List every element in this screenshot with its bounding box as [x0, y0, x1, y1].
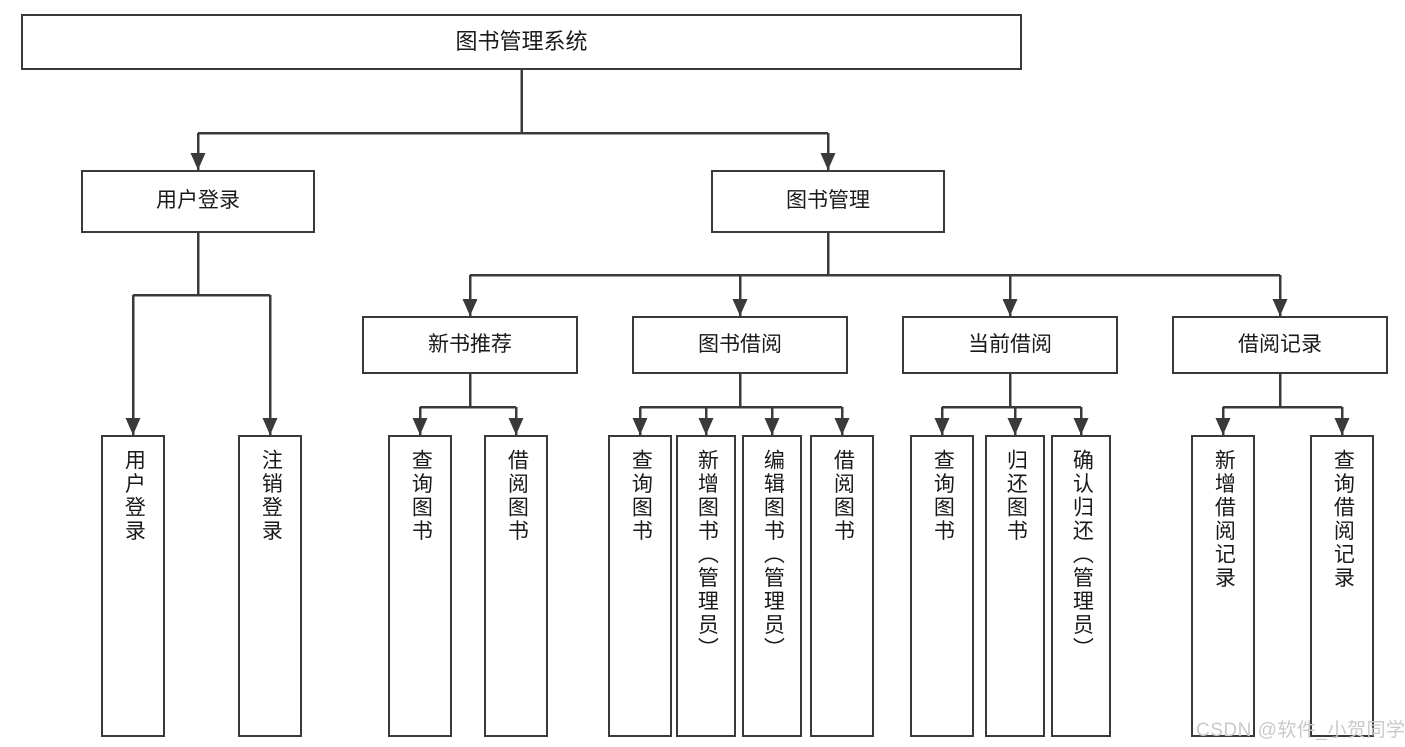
- node-root[interactable]: 图书管理系统: [21, 14, 1022, 70]
- arrowhead-icon: [764, 418, 780, 435]
- node-label: 查询图书: [409, 449, 433, 543]
- node-label: 注销登录: [259, 449, 283, 543]
- node-label: 用户登录: [156, 189, 240, 213]
- node-label: 借阅图书: [505, 449, 529, 543]
- arrowhead-icon: [632, 418, 648, 435]
- node-bookmgmt[interactable]: 图书管理: [711, 170, 945, 233]
- node-label: 新增图书（管理员）: [695, 449, 719, 661]
- arrowhead-icon: [1002, 299, 1018, 316]
- arrowhead-icon: [1334, 418, 1350, 435]
- arrowhead-icon: [412, 418, 428, 435]
- arrowhead-icon: [262, 418, 278, 435]
- node-leaf13[interactable]: 查询借阅记录: [1310, 435, 1374, 737]
- node-label: 借阅记录: [1238, 332, 1322, 356]
- node-label: 图书管理: [786, 189, 870, 213]
- arrowhead-icon: [190, 153, 206, 170]
- arrowhead-icon: [125, 418, 141, 435]
- node-label: 用户登录: [122, 449, 146, 543]
- arrowhead-icon: [698, 418, 714, 435]
- arrowhead-icon: [1272, 299, 1288, 316]
- node-leaf1[interactable]: 用户登录: [101, 435, 165, 737]
- node-label: 图书借阅: [698, 332, 782, 356]
- node-label: 查询图书: [629, 449, 653, 543]
- arrowhead-icon: [834, 418, 850, 435]
- node-newbook[interactable]: 新书推荐: [362, 316, 578, 374]
- node-leaf8[interactable]: 借阅图书: [810, 435, 874, 737]
- arrowhead-icon: [732, 299, 748, 316]
- arrowhead-icon: [508, 418, 524, 435]
- node-label: 图书管理系统: [455, 29, 588, 55]
- node-label: 查询图书: [931, 449, 955, 543]
- node-label: 查询借阅记录: [1331, 449, 1355, 590]
- node-leaf7[interactable]: 编辑图书（管理员）: [742, 435, 802, 737]
- node-label: 编辑图书（管理员）: [761, 449, 785, 661]
- arrowhead-icon: [462, 299, 478, 316]
- node-login[interactable]: 用户登录: [81, 170, 315, 233]
- node-label: 归还图书: [1004, 449, 1028, 543]
- node-label: 借阅图书: [831, 449, 855, 543]
- node-leaf9[interactable]: 查询图书: [910, 435, 974, 737]
- node-borrow[interactable]: 图书借阅: [632, 316, 848, 374]
- node-label: 新书推荐: [428, 332, 512, 356]
- watermark-label: CSDN @软件_小贺同学: [1196, 720, 1405, 741]
- arrowhead-icon: [1007, 418, 1023, 435]
- node-leaf10[interactable]: 归还图书: [985, 435, 1045, 737]
- node-leaf11[interactable]: 确认归还（管理员）: [1051, 435, 1111, 737]
- node-label: 新增借阅记录: [1212, 449, 1236, 590]
- node-records[interactable]: 借阅记录: [1172, 316, 1388, 374]
- arrowhead-icon: [820, 153, 836, 170]
- arrowhead-icon: [1073, 418, 1089, 435]
- node-leaf5[interactable]: 查询图书: [608, 435, 672, 737]
- node-label: 当前借阅: [968, 332, 1052, 356]
- arrowhead-icon: [934, 418, 950, 435]
- arrowhead-icon: [1215, 418, 1231, 435]
- node-leaf12[interactable]: 新增借阅记录: [1191, 435, 1255, 737]
- node-leaf2[interactable]: 注销登录: [238, 435, 302, 737]
- node-leaf4[interactable]: 借阅图书: [484, 435, 548, 737]
- node-label: 确认归还（管理员）: [1070, 449, 1094, 661]
- node-leaf6[interactable]: 新增图书（管理员）: [676, 435, 736, 737]
- node-leaf3[interactable]: 查询图书: [388, 435, 452, 737]
- node-current[interactable]: 当前借阅: [902, 316, 1118, 374]
